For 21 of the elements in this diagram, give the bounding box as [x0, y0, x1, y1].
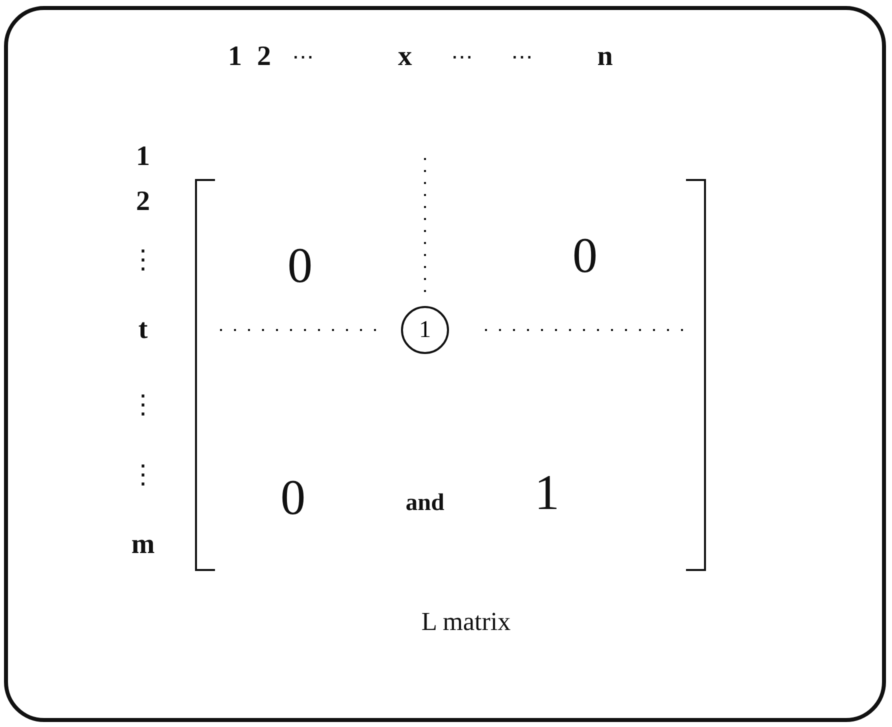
- matrix-entry: 1: [534, 467, 560, 517]
- column-index: n: [597, 43, 613, 71]
- matrix-entry: 0: [280, 472, 306, 522]
- ellipsis: ⋯: [511, 46, 533, 68]
- column-index: x: [398, 43, 412, 71]
- ellipsis: ⋯: [292, 46, 314, 68]
- matrix-entry: and: [406, 491, 444, 515]
- matrix-entry: 0: [572, 230, 598, 280]
- row-index: 1: [136, 143, 150, 171]
- ellipsis: ⋮: [130, 392, 156, 418]
- row-index: 2: [136, 188, 150, 216]
- column-index: 2: [257, 43, 271, 71]
- ellipsis: ⋮: [130, 247, 156, 273]
- ellipsis: ⋮: [130, 462, 156, 488]
- ellipsis: ⋯: [451, 46, 473, 68]
- row-index: m: [131, 531, 155, 559]
- column-index: 1: [228, 43, 242, 71]
- row-index: t: [138, 316, 148, 344]
- circled-entry: 1: [401, 306, 449, 354]
- matrix-entry: 0: [288, 240, 312, 290]
- caption: L matrix: [421, 609, 511, 635]
